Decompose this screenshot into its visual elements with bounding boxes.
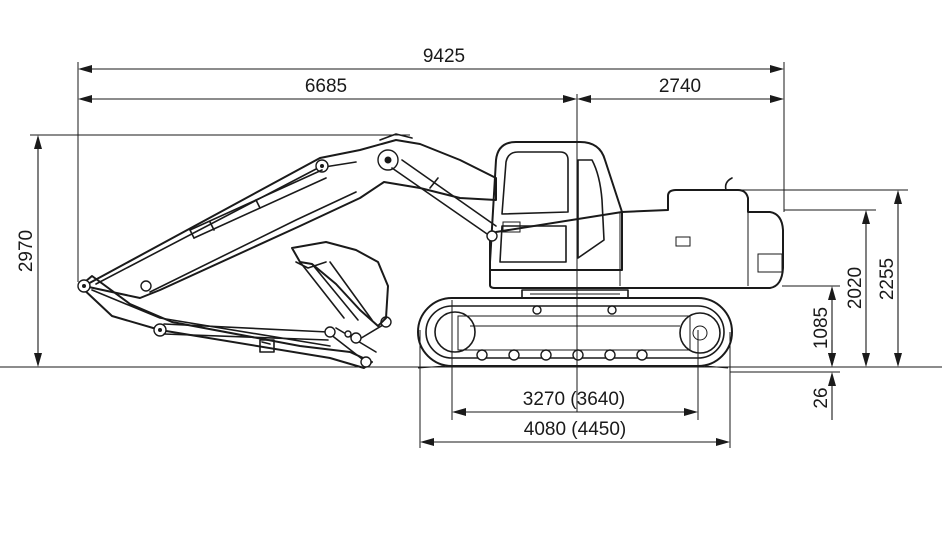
arm-cylinder	[189, 169, 327, 239]
crawler-track	[417, 297, 733, 369]
boom-height-label: 2970	[16, 230, 37, 272]
boom-cylinder	[391, 159, 498, 242]
bucket	[291, 241, 389, 327]
counterweight-clearance-label: 1085	[811, 307, 832, 349]
dim-cab-height: 2020	[845, 210, 870, 367]
track-height-label: 26	[811, 387, 832, 408]
boom	[83, 133, 497, 299]
bucket-linkage	[324, 316, 392, 368]
dim-rear-length: 2740	[577, 76, 784, 103]
dim-overall-height: 2255	[877, 190, 902, 367]
bucket-cylinder	[163, 323, 329, 353]
dim-overall-length: 9425	[78, 46, 784, 73]
dim-front-length: 6685	[78, 76, 577, 103]
rear-length-label: 2740	[659, 76, 701, 97]
dim-tumbler-distance: 3270 (3640)	[452, 389, 698, 416]
excavator	[77, 133, 784, 369]
dim-track-length: 4080 (4450)	[420, 419, 730, 446]
arm	[77, 275, 373, 369]
upper-structure	[489, 177, 784, 289]
track-length-label: 4080 (4450)	[524, 419, 626, 440]
overall-length-label: 9425	[423, 46, 465, 67]
turntable	[521, 289, 629, 299]
tumbler-distance-label: 3270 (3640)	[523, 389, 625, 410]
cab	[489, 141, 623, 271]
overall-height-label: 2255	[877, 258, 898, 300]
front-length-label: 6685	[305, 76, 347, 97]
cab-height-label: 2020	[845, 267, 866, 309]
dim-track-height: 26	[811, 340, 836, 420]
dimension-lines: 9425 6685 2740 2970 2020	[16, 46, 908, 448]
dim-boom-height: 2970	[16, 135, 42, 367]
